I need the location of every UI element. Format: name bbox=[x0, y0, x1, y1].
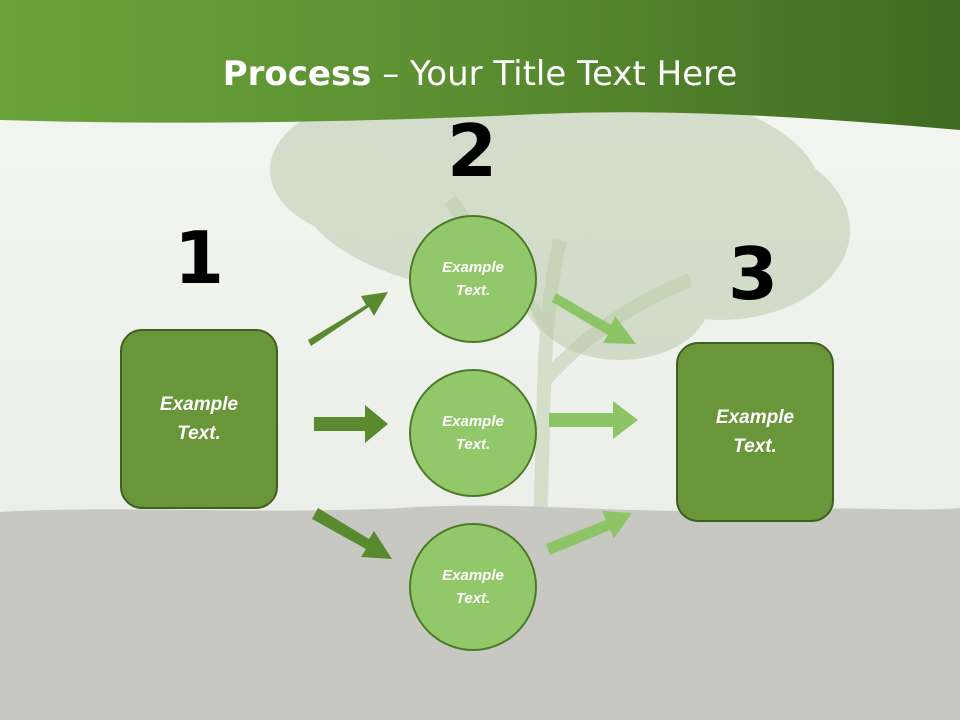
circle-2-line1: Example bbox=[442, 413, 504, 430]
arrow-to-circle-2 bbox=[314, 405, 388, 443]
circle-1-line1: Example bbox=[442, 259, 504, 276]
title-bold: Process bbox=[222, 54, 372, 94]
arrow-to-circle-1 bbox=[308, 292, 388, 346]
slide-title: Process – Your Title Text Here bbox=[0, 52, 960, 96]
circle-3-line2: Text. bbox=[455, 590, 491, 607]
step-number-2: 2 bbox=[446, 109, 498, 193]
arrow-from-circle-2 bbox=[549, 401, 638, 439]
header-band bbox=[0, 0, 960, 130]
left-box-line1: Example bbox=[159, 394, 239, 415]
circle-2-line2: Text. bbox=[455, 436, 491, 453]
step-number-3: 3 bbox=[727, 232, 779, 316]
circle-1-line2: Text. bbox=[455, 282, 491, 299]
right-box-line1: Example bbox=[715, 407, 795, 428]
arrow-from-circle-1 bbox=[552, 293, 636, 344]
step-number-1: 1 bbox=[173, 216, 225, 300]
arrow-to-circle-3 bbox=[312, 508, 392, 559]
left-box-line2: Text. bbox=[177, 423, 221, 444]
right-box-line2: Text. bbox=[733, 436, 777, 457]
title-rest: – Your Title Text Here bbox=[371, 54, 738, 94]
circle-3-line1: Example bbox=[442, 567, 504, 584]
arrow-from-circle-3 bbox=[546, 511, 632, 555]
